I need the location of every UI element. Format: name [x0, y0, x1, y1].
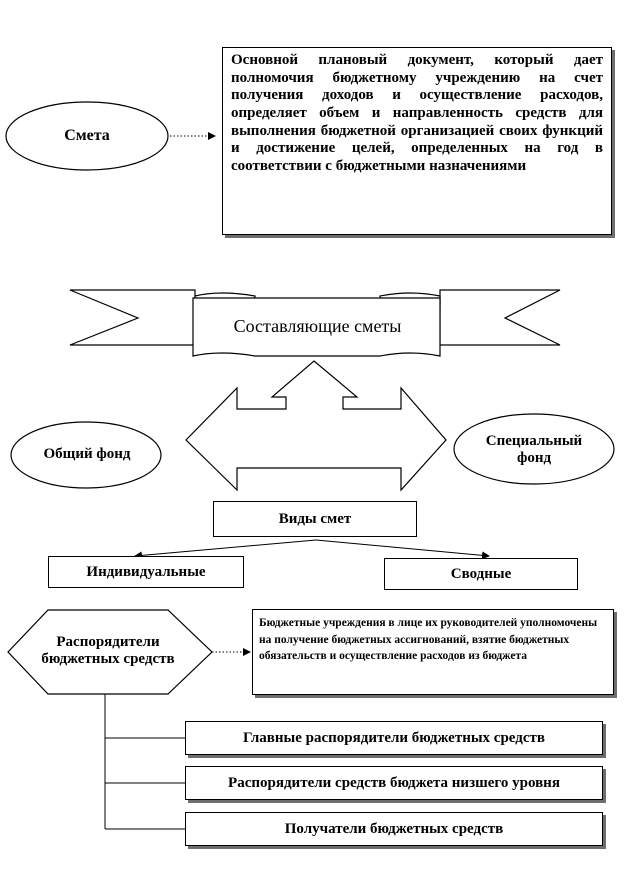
managers-label: Распорядители бюджетных средств: [41, 633, 175, 667]
types-title: Виды смет: [213, 501, 417, 537]
special-fund-ellipse: [453, 413, 615, 485]
managers-item-recipients: Получатели бюджетных средств: [185, 812, 603, 846]
type-summary: Сводные: [384, 558, 578, 590]
general-fund-label: Общий фонд: [43, 446, 131, 463]
managers-hexagon: [7, 609, 213, 695]
types-arrow-right: [315, 539, 490, 560]
type-individual: Индивидуальные: [48, 556, 244, 588]
components-title: Составляющие сметы: [233, 315, 402, 336]
managers-item-lower: Распорядители средств бюджета низшего ур…: [185, 766, 603, 800]
smeta-label: Смета: [64, 126, 110, 144]
general-fund-ellipse: [10, 421, 162, 489]
components-banner: [69, 289, 561, 357]
smeta-definition: Основной плановый документ, который дает…: [222, 47, 612, 235]
special-fund-label: Специальный фонд: [485, 432, 583, 466]
managers-definition: Бюджетные учреждения в лице их руководит…: [252, 609, 614, 695]
smeta-ellipse: [5, 101, 169, 171]
funds-arrow-shape: [185, 360, 447, 492]
types-arrow-left: [134, 539, 317, 560]
managers-item-main: Главные распорядители бюджетных средств: [185, 721, 603, 755]
